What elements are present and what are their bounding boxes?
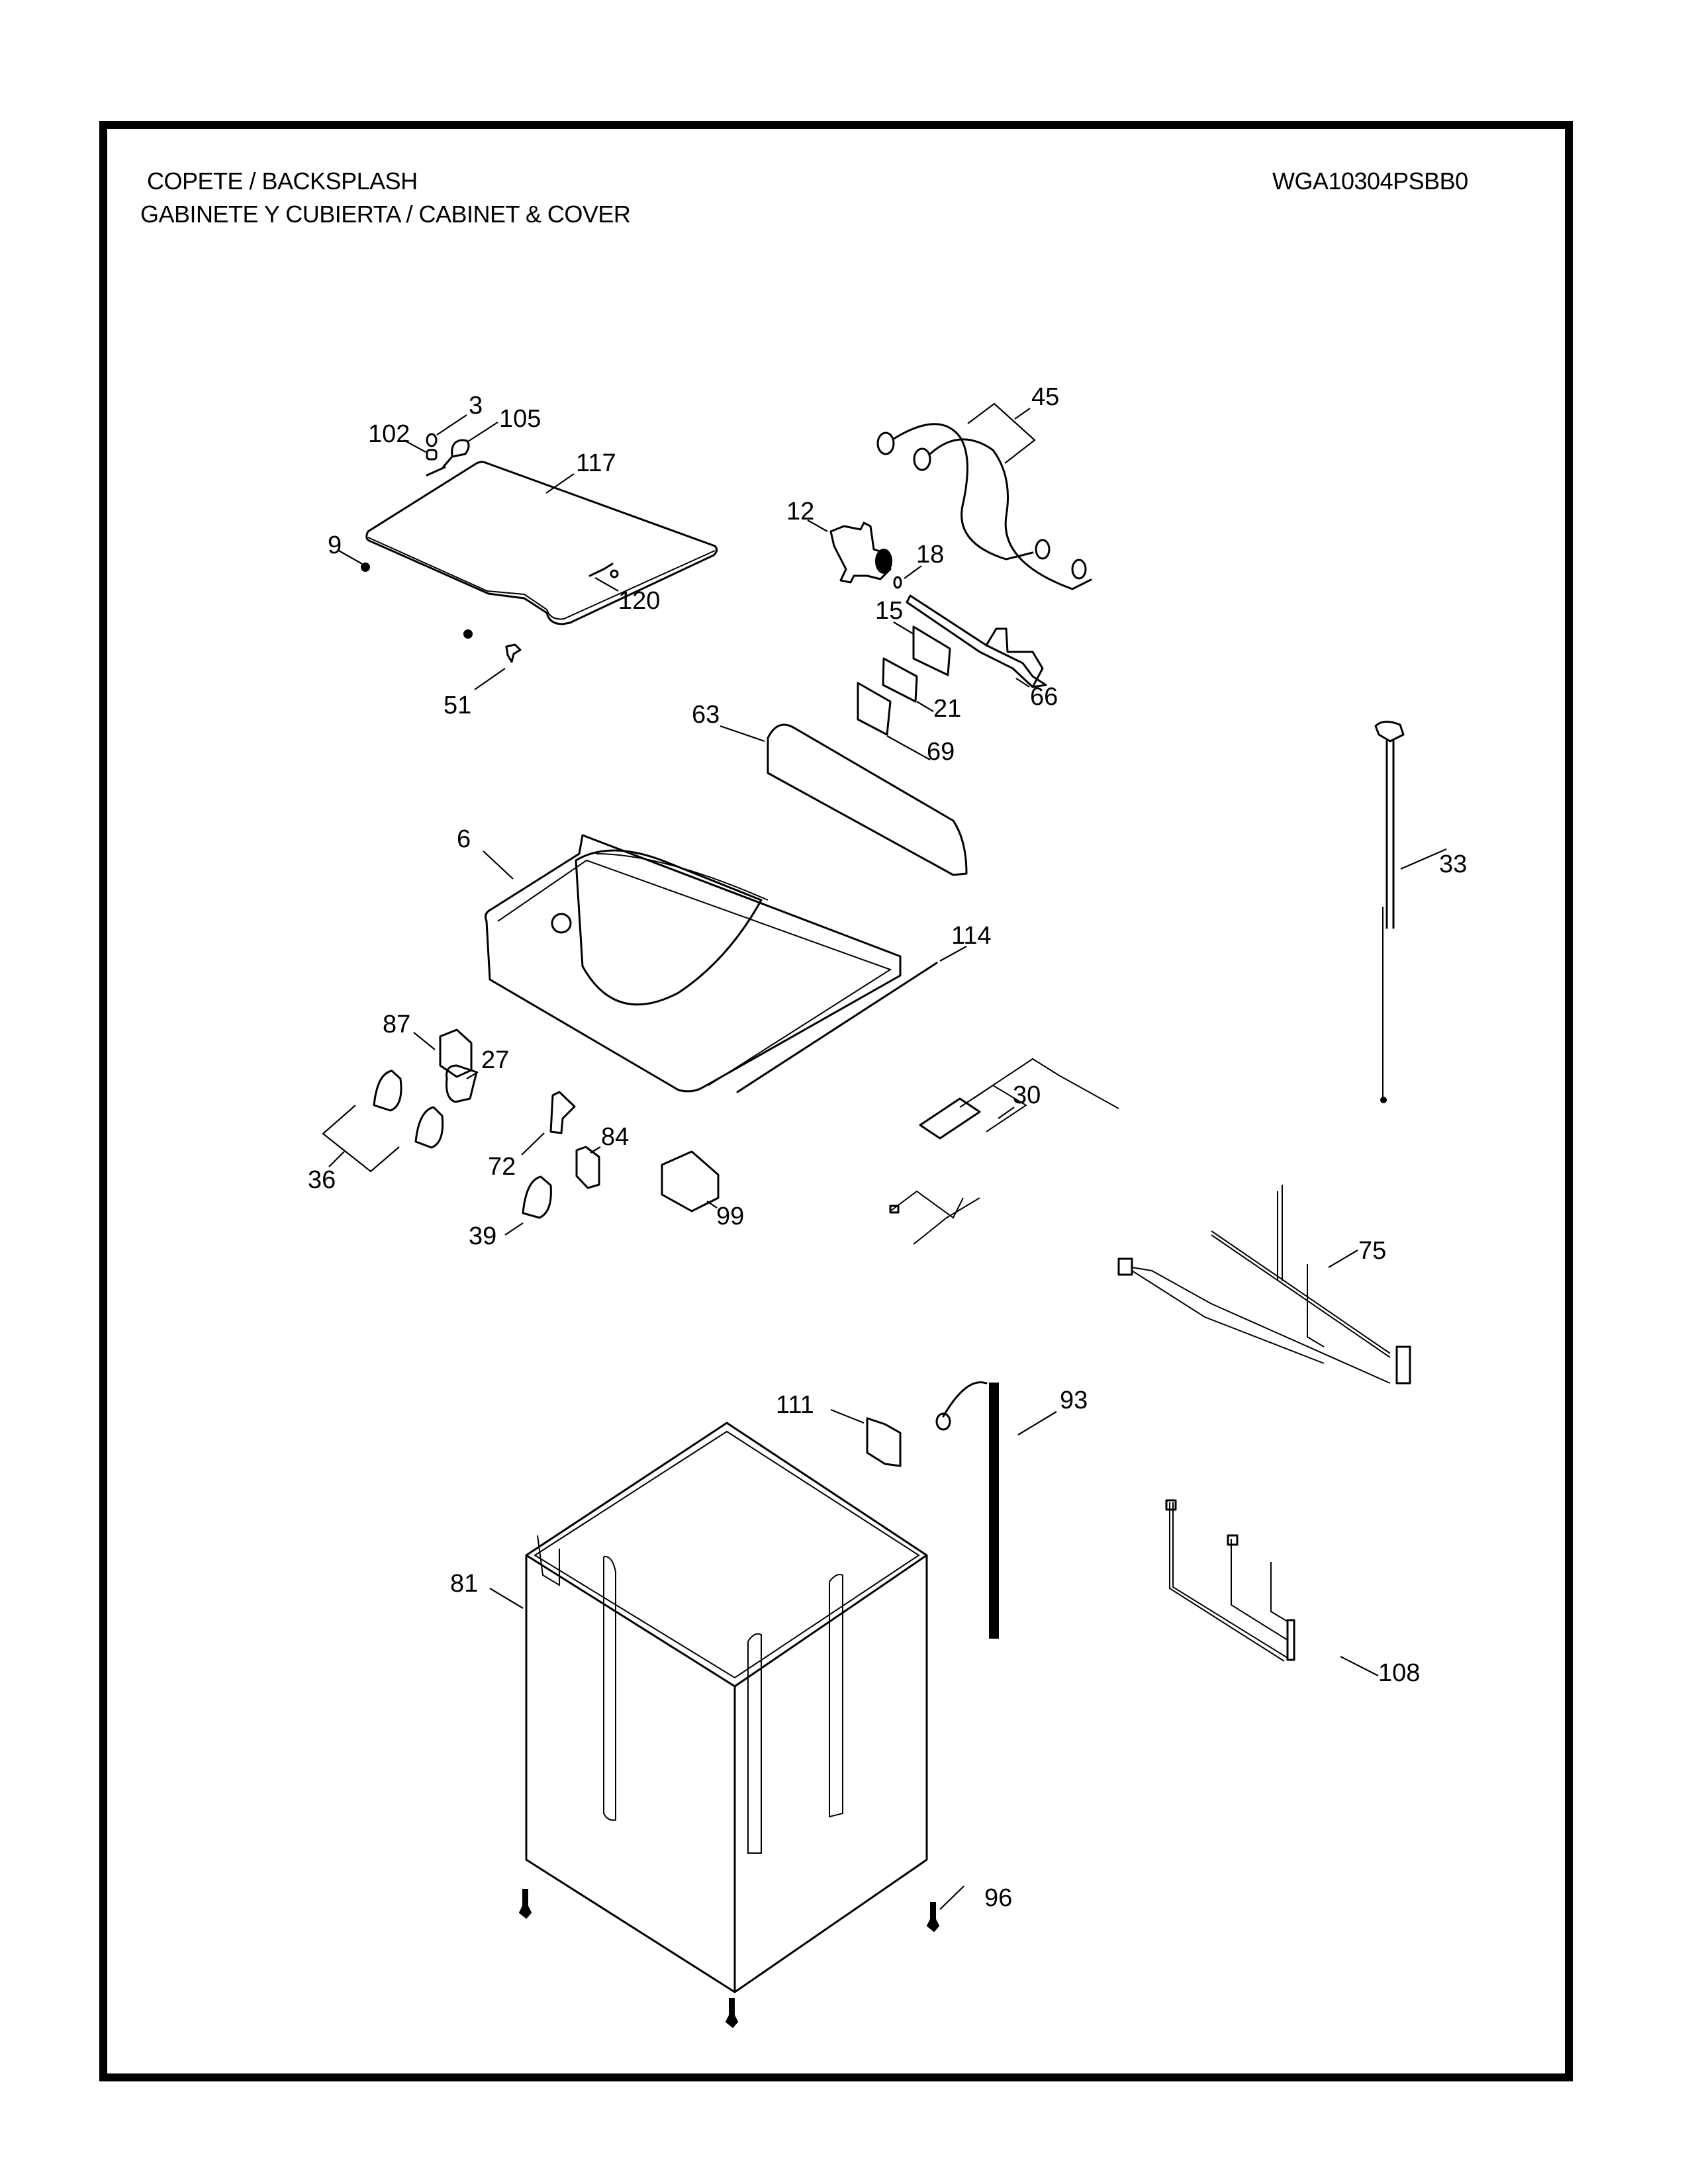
part-69-control-board[interactable]: 21 (882, 657, 961, 723)
part-81-motor-wire-harness[interactable]: 108 (1165, 1499, 1420, 1687)
model-number: WGA10304PSBB0 (1272, 167, 1468, 195)
callout-39: 39 (469, 1222, 496, 1250)
part-39-timer-knob[interactable]: 39 (469, 1175, 552, 1250)
callout-84: 84 (601, 1123, 629, 1151)
part-36-knobs[interactable]: 36 (308, 1069, 444, 1194)
part-84-rotary-switch[interactable]: 84 (575, 1123, 629, 1189)
part-117-lid[interactable]: 117 (365, 449, 718, 625)
part-108-rear-bracket[interactable]: 111 (776, 1391, 902, 1467)
callout-120: 120 (618, 587, 660, 615)
callout-99: 99 (716, 1203, 744, 1230)
callout-51: 51 (444, 692, 471, 719)
callout-9: 9 (328, 531, 342, 559)
callout-117: 117 (576, 449, 616, 477)
callout-105: 105 (499, 405, 541, 433)
part-102-hinge-bushing[interactable]: 102 (368, 420, 438, 461)
part-99-terminal-block[interactable]: 99 (661, 1150, 744, 1230)
callout-96: 96 (984, 1884, 1012, 1912)
part-87-selector-switch[interactable]: 87 (383, 1011, 473, 1078)
callout-72: 72 (488, 1153, 516, 1181)
part-105-lid-hinge[interactable]: 105 (426, 405, 541, 477)
part-12-water-inlet-valve[interactable]: 12 (786, 498, 892, 584)
callout-114: 6 (457, 825, 471, 853)
callout-93: 81 (450, 1570, 478, 1598)
callout-63: 69 (927, 738, 955, 766)
callout-87: 87 (383, 1011, 410, 1038)
part-33-trim-strip[interactable]: 114 (736, 922, 992, 1093)
part-63-user-interface-module[interactable]: 69 (857, 682, 955, 766)
section-title-backsplash: COPETE / BACKSPLASH (147, 167, 418, 195)
part-30-control-wire-harness[interactable]: 30 (889, 1058, 1119, 1245)
part-75-main-wire-harness[interactable]: 75 (1117, 1185, 1411, 1385)
part-15-fill-hose-and-nozzle[interactable]: 66 (906, 594, 1058, 711)
callout-21: 63 (692, 701, 720, 729)
callout-30: 30 (1013, 1081, 1041, 1109)
callout-33: 114 (951, 922, 992, 950)
part-27-timer[interactable]: 27 (445, 1046, 510, 1103)
callout-108: 111 (776, 1391, 814, 1419)
drawing-frame (99, 121, 1573, 2081)
part-114-top-cover[interactable]: 6 (457, 825, 902, 1093)
callout-69: 21 (933, 695, 961, 723)
part-18-hose-clamp[interactable]: 18 (893, 541, 944, 589)
callout-15: 66 (1030, 683, 1058, 711)
callout-66: 15 (875, 597, 903, 625)
part-51-lid-lock[interactable]: 51 (444, 643, 522, 719)
part-96-leveling-legs[interactable]: 96 (518, 1884, 1012, 2028)
part-9-lid-bumper[interactable]: 9 (328, 531, 473, 639)
part-120-lid-switch-actuator[interactable]: 120 (588, 563, 660, 615)
part-66-control-bracket[interactable]: 15 (875, 597, 951, 676)
part-21-backsplash[interactable]: 63 (692, 701, 968, 876)
callout-81: 108 (1378, 1659, 1420, 1687)
callout-6: 33 (1439, 850, 1467, 878)
part-111-drain-hose[interactable]: 93 (935, 1381, 1088, 1639)
callout-3: 3 (469, 392, 483, 420)
callout-111: 93 (1060, 1387, 1088, 1414)
callout-45: 45 (1031, 383, 1059, 411)
section-title-cabinet-cover: GABINETE Y CUBIERTA / CABINET & COVER (140, 201, 631, 228)
part-6-pressure-sensor-tube[interactable]: 33 (1374, 721, 1467, 1103)
part-93-cabinet[interactable]: 81 (450, 1422, 928, 1993)
part-45-fill-hoses[interactable]: 45 (876, 383, 1092, 590)
callout-18: 18 (916, 541, 944, 569)
part-72-push-button-switch[interactable]: 72 (488, 1091, 576, 1181)
part-3-washer-nut[interactable]: 3 (426, 392, 483, 447)
callout-27: 27 (481, 1046, 509, 1074)
callout-75: 75 (1358, 1237, 1386, 1265)
callout-12: 12 (786, 498, 814, 525)
callout-36: 36 (308, 1166, 336, 1194)
callout-102: 102 (368, 420, 410, 448)
